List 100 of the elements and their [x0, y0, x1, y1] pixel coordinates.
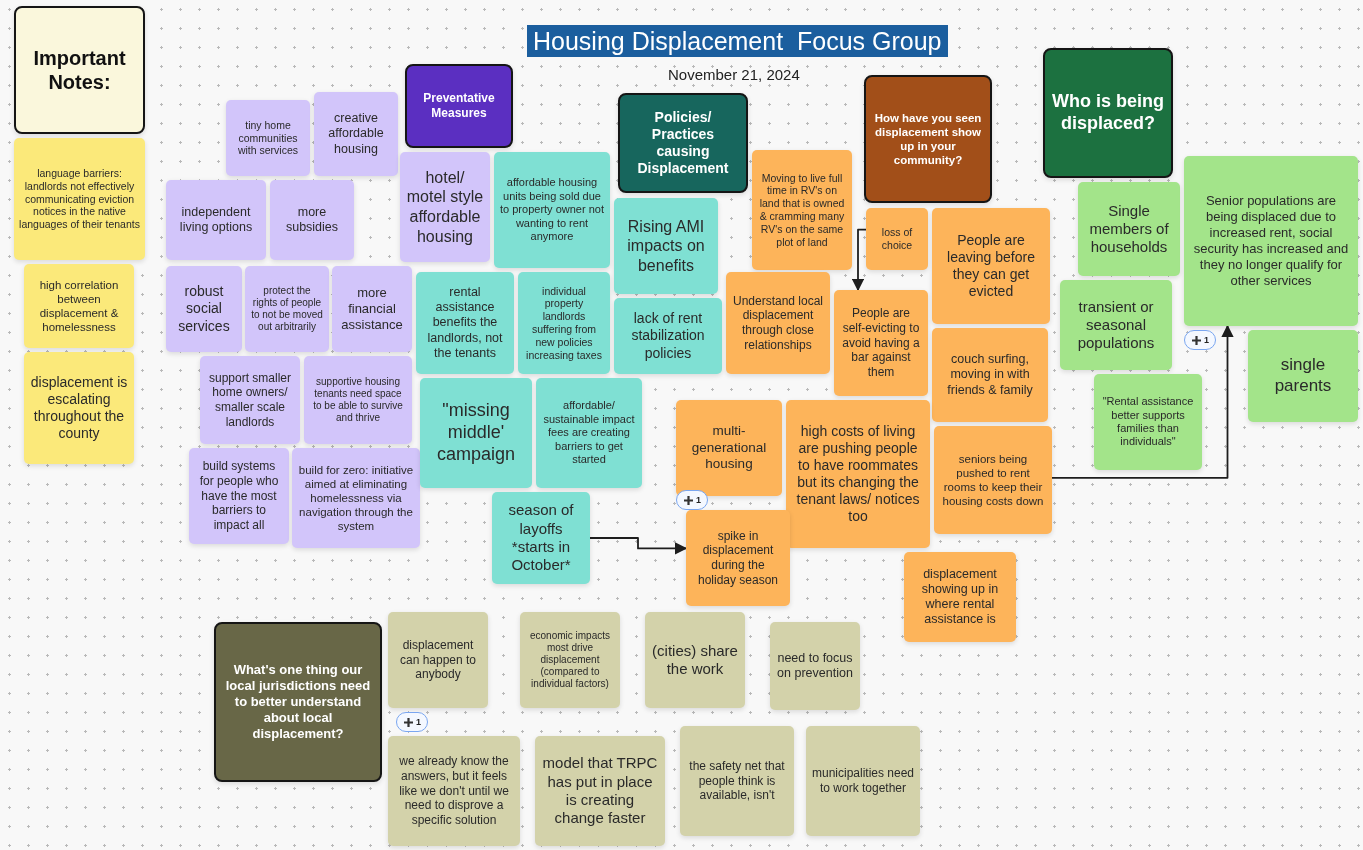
note-text: rental assistance benefits the landlords, not the tenants [426, 284, 504, 362]
note-text: Policies/ Practices causing Displacement [636, 108, 730, 178]
sticky-note [932, 208, 1050, 324]
note-text: Rising AMI impacts on benefits [626, 216, 706, 276]
note-text: People are self-evicting to avoid having a bar against them [841, 306, 921, 380]
sticky-note [14, 138, 145, 260]
note-text: Senior populations are being displaced due to increased rent, social security has increased and they no longer qualify for other services [1192, 193, 1350, 289]
note-text: displacement is escalating throughout the county [29, 373, 129, 443]
note-text: high costs of living are pushing people to have roommates but its changing the tenant laws/ notices too [795, 422, 921, 526]
sticky-note [1060, 280, 1172, 370]
sticky-note [420, 378, 532, 488]
note-text: hotel/ motel style affordable housing [405, 167, 485, 247]
board-title: Housing Displacement Focus Group [527, 25, 948, 57]
sticky-note [388, 612, 488, 708]
connector-arrow [1051, 324, 1234, 479]
note-text: displacement can happen to anybody [398, 638, 478, 682]
note-text: "missing middle' campaign [435, 400, 516, 466]
sticky-note [786, 400, 930, 548]
note-text: supportive housing tenants need space to be able to survive and thrive [312, 375, 404, 425]
sticky-note [536, 378, 642, 488]
sticky-note [166, 180, 266, 260]
sticky-note [304, 356, 412, 444]
note-text: affordable/ sustainable impact fees are creating barriers to get started [542, 399, 636, 467]
note-text: transient or seasonal populations [1076, 297, 1156, 353]
note-text: the safety net that people think is available, isn't [688, 759, 786, 803]
sticky-note [806, 726, 920, 836]
sticky-note [400, 152, 490, 262]
sticky-note [24, 264, 134, 348]
reaction-count: 1 [416, 717, 421, 727]
sticky-note [416, 272, 514, 374]
sticky-note [388, 736, 520, 846]
sticky-note [1078, 182, 1180, 276]
sticky-note [24, 352, 134, 464]
note-text: Who is being displaced? [1051, 91, 1165, 135]
note-text: more subsidies [284, 204, 340, 236]
note-text: need to focus on prevention [776, 650, 854, 682]
note-text: independent living options [178, 204, 254, 236]
sticky-note [1094, 374, 1202, 470]
note-text: multi-generational housing [690, 423, 768, 473]
note-text: seniors being pushed to rent rooms to keep their housing costs down [941, 451, 1045, 509]
sticky-note [166, 266, 242, 352]
sticky-note [535, 736, 665, 846]
sticky-note [680, 726, 794, 836]
note-text: spike in displacement during the holiday season [696, 528, 780, 588]
note-text: model that TRPC has put in place is creating change faster [541, 754, 659, 828]
sticky-note [245, 266, 329, 352]
sticky-note [1184, 156, 1358, 326]
sticky-note [645, 612, 745, 708]
note-text: Single members of households [1088, 201, 1170, 257]
note-text: loss of choice [880, 226, 914, 252]
note-text: language barriers: landlords not effectively communicating eviction notices in the native languages of their tenants [19, 167, 140, 231]
note-text: What's one thing our local jurisdictions need to better understand about local displacement? [224, 662, 372, 742]
header-note [1043, 48, 1173, 178]
sticky-note [518, 272, 610, 374]
note-text: displacement showing up in where rental assistance is [920, 566, 1000, 628]
sticky-note [904, 552, 1016, 642]
sticky-note [226, 100, 310, 176]
header-note [214, 622, 382, 782]
sticky-note [494, 152, 610, 268]
note-text: "Rental assistance better supports families than individuals" [1101, 395, 1195, 449]
note-text: Important Notes: [32, 45, 127, 95]
sticky-note [292, 448, 420, 548]
header-note [618, 93, 748, 193]
header-note [864, 75, 992, 203]
note-text: lack of rent stabilization policies [630, 310, 706, 362]
sticky-note [492, 492, 590, 584]
note-text: build for zero: initiative aimed at eliminating homelessness via navigation through the system [297, 462, 415, 534]
note-text: robust social services [177, 283, 231, 335]
note-text: (cities) share the work [651, 641, 739, 679]
note-text: How have you seen displacement show up in your community? [873, 110, 983, 168]
note-text: economic impacts most drive displacement (compared to individual factors) [529, 629, 611, 691]
note-text: individual property landlords suffering from new policies increasing taxes [525, 284, 603, 362]
sticky-note [752, 150, 852, 270]
note-text: more financial assistance [340, 285, 404, 333]
sticky-note [189, 448, 289, 544]
note-text: we already know the answers, but it feels like we don't until we need to disprove a specific solution [398, 754, 510, 828]
connector-arrow [851, 228, 867, 292]
reaction-count: 1 [1204, 335, 1209, 345]
sticky-note [520, 612, 620, 708]
note-text: high correlation between displacement & homelessness [38, 277, 120, 335]
sticky-note [866, 208, 928, 270]
sticky-note [676, 400, 782, 496]
header-note [14, 6, 145, 134]
note-text: Preventative Measures [422, 91, 496, 121]
sticky-note [332, 266, 412, 352]
note-text: tiny home communities with services [236, 118, 300, 158]
note-text: build systems for people who have the most barriers to impact all [198, 459, 280, 533]
header-note [405, 64, 513, 148]
sticky-note [770, 622, 860, 710]
sticky-note [686, 510, 790, 606]
sticky-note [834, 290, 928, 396]
note-text: couch surfing, moving in with friends & family [946, 352, 1034, 398]
note-text: protect the rights of people to not be moved out arbitrarily [250, 284, 324, 334]
note-text: affordable housing units being sold due to property owner not wanting to rent anymore [499, 176, 605, 244]
note-text: season of layoffs *starts in October* [507, 501, 575, 575]
sticky-note [614, 298, 722, 374]
date-text: November 21, 2024 [668, 66, 800, 83]
sticky-note [200, 356, 300, 444]
sticky-note [614, 198, 718, 294]
note-text: municipalities need to work together [811, 766, 915, 796]
